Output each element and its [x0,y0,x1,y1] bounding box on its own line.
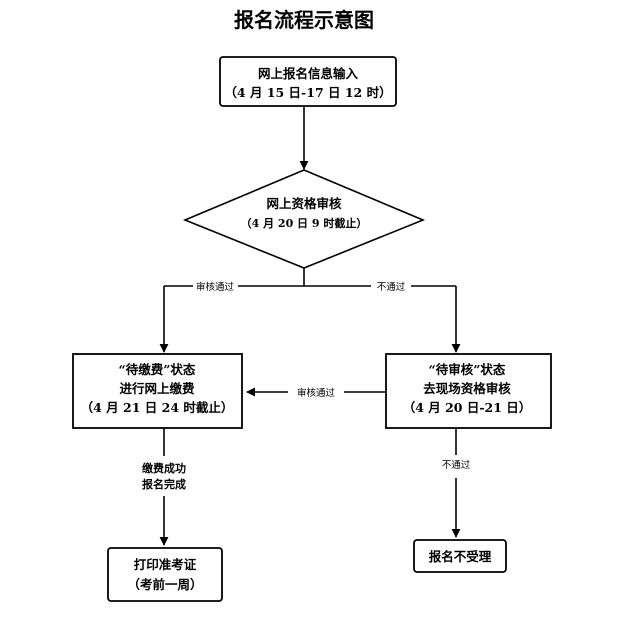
node-online-input-line1: 网上报名信息输入 [258,66,359,81]
edge-label-onsite-pass: 审核通过 [297,387,336,399]
node-online-review: 网上资格审核 （4 月 20 日 9 时截止） [182,169,426,269]
node-await-review-line3: （4 月 20 日-21 日） [403,400,532,415]
node-online-review-line1: 网上资格审核 [266,196,342,211]
node-print-ticket: 打印准考证 （考前一周） [107,547,223,602]
node-await-review-line1: “待审核”状态 [429,362,506,377]
edge-label-review-pass: 审核通过 [196,281,235,293]
node-online-review-line2: （4 月 20 日 9 时截止） [241,216,368,230]
edge-label-payment-done-1: 缴费成功 [142,461,186,475]
node-await-review: “待审核”状态 去现场资格审核 （4 月 20 日-21 日） [385,353,552,429]
node-rejected-line1: 报名不受理 [429,549,492,564]
node-online-input: 网上报名信息输入 （4 月 15 日-17 日 12 时） [219,56,397,107]
edge-label-payment-done-2: 报名完成 [142,477,186,491]
node-await-payment-line2: 进行网上缴费 [119,381,195,396]
diagram-title: 报名流程示意图 [234,8,374,32]
node-online-input-line2: （4 月 15 日-17 日 12 时） [224,85,391,100]
node-await-review-line2: 去现场资格审核 [423,381,511,396]
node-print-ticket-line1: 打印准考证 [134,557,197,572]
node-rejected: 报名不受理 [413,539,507,573]
edge-label-review-fail: 不通过 [377,281,406,293]
node-await-payment: “待缴费”状态 进行网上缴费 （4 月 21 日 24 时截止） [72,353,243,429]
node-await-payment-line1: “待缴费”状态 [119,362,196,377]
node-await-payment-line3: （4 月 21 日 24 时截止） [81,400,234,415]
node-print-ticket-line2: （考前一周） [127,577,202,592]
edge-label-onsite-fail: 不通过 [442,459,471,471]
